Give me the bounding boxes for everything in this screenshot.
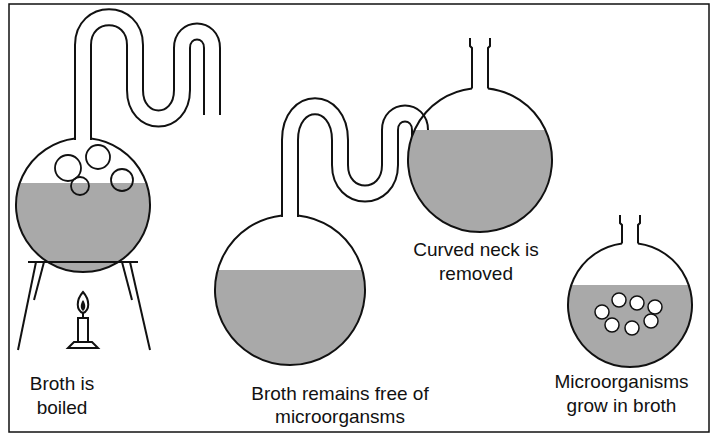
broth — [568, 285, 692, 367]
cut-neck — [620, 215, 640, 244]
step-caption: Broth remains free of microorgansms — [238, 382, 443, 430]
flask-bulb — [568, 244, 692, 367]
flask — [408, 38, 552, 232]
swan-neck — [83, 17, 212, 140]
broth — [215, 270, 365, 365]
flasks — [16, 17, 692, 367]
broth — [16, 183, 150, 272]
flask — [215, 106, 420, 365]
step-caption: Microorganisms grow in broth — [539, 370, 704, 418]
broth — [408, 130, 552, 232]
swan-neck-inner — [290, 106, 420, 217]
step-caption: Broth is boiled — [12, 372, 112, 420]
flask-bulb — [16, 138, 150, 272]
flask-bulb — [215, 215, 365, 365]
frame-border — [9, 4, 709, 432]
microorganism — [648, 300, 662, 314]
bubble — [71, 177, 89, 195]
microorganism — [595, 305, 609, 319]
microorganism — [644, 314, 658, 328]
swan-neck-inner — [83, 17, 212, 140]
bubble — [111, 169, 133, 191]
swan-neck — [290, 106, 420, 217]
flask — [16, 17, 212, 272]
flask-bulb — [408, 88, 552, 232]
bubble — [86, 145, 110, 169]
microorganism — [630, 296, 644, 310]
step-caption: Curved neck is removed — [401, 238, 551, 286]
flask — [568, 215, 692, 367]
microorganism — [625, 321, 639, 335]
cut-neck — [470, 38, 490, 88]
microorganism — [612, 293, 626, 307]
tripod-burner — [18, 262, 150, 350]
microorganism — [605, 318, 619, 332]
